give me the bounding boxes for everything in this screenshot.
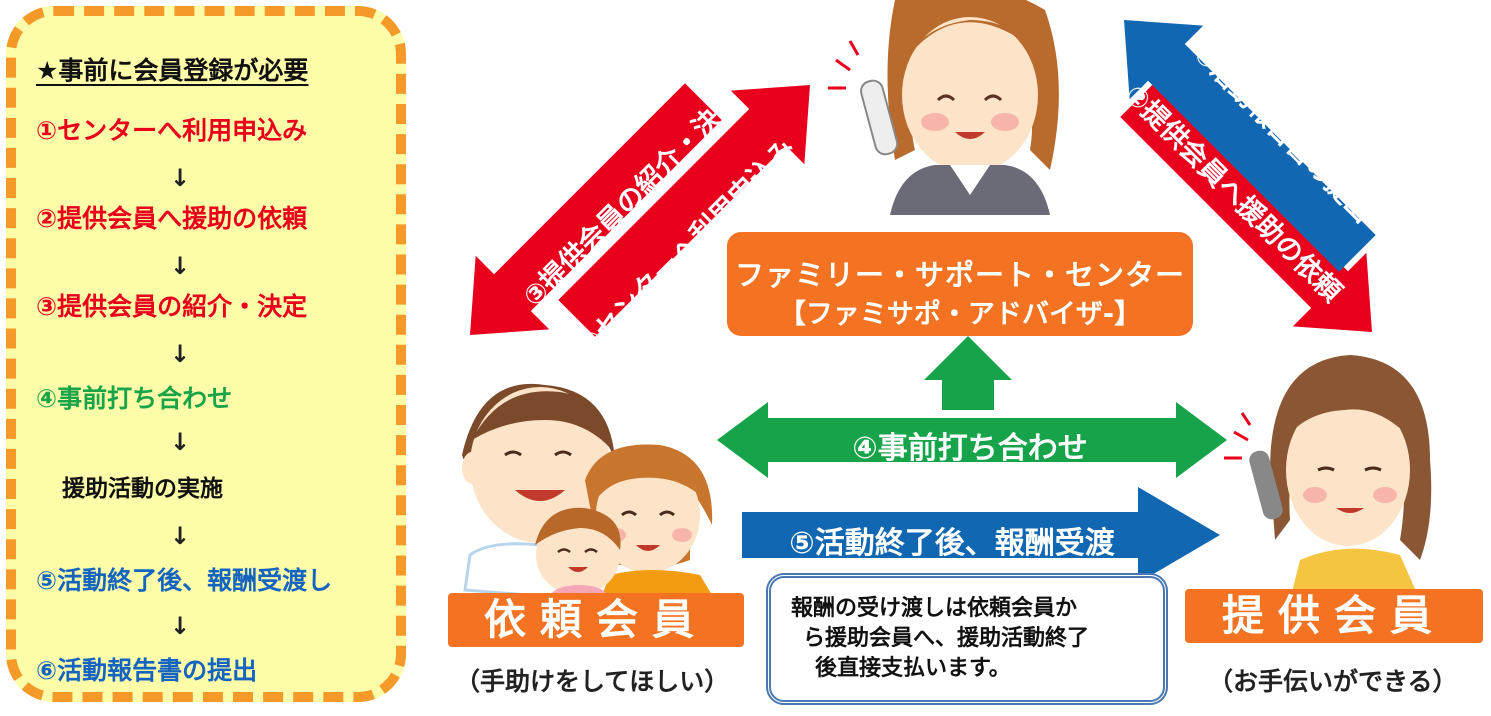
arrow-6-shape (1124, 20, 1376, 272)
requester-family-illustration (462, 383, 715, 602)
down-arrow-icon: ↓ (170, 340, 191, 368)
arrow-up-green-shape (924, 336, 1012, 410)
down-arrow-icon: ↓ (170, 428, 191, 456)
requester-member-box: 依頼会員 (448, 593, 744, 647)
arrow-5-label: ⑤活動終了後、報酬受渡 (789, 526, 1115, 561)
flow-step-1: ①センターへ利用申込み (36, 116, 308, 145)
flow-step-2: ②提供会員へ援助の依頼 (36, 204, 308, 233)
flow-step-3: ③提供会員の紹介・決定 (36, 292, 308, 321)
flow-step-6: ⑤活動終了後、報酬受渡し (36, 566, 333, 595)
note-line-1: 報酬の受け渡しは依頼会員か (791, 596, 1078, 621)
flow-step-4: ④事前打ち合わせ (36, 384, 233, 413)
arrow-2-shape (1120, 80, 1372, 332)
payment-note-box: 報酬の受け渡しは依頼会員か ら援助会員へ、援助活動終了 後直接支払います。 (766, 573, 1168, 705)
arrow-4-shape (717, 402, 1227, 478)
center-subtitle: 【ファミサポ・アドバイザ-】 (778, 299, 1142, 330)
flow-step-7: ⑥活動報告書の提出 (36, 656, 258, 685)
requester-member-subtitle: （手助けをしてほしい） (455, 667, 730, 696)
note-line-2: ら援助会員へ、援助活動終了 (803, 626, 1090, 651)
advisor-illustration (828, 0, 1059, 215)
provider-illustration (1224, 355, 1432, 600)
down-arrow-icon: ↓ (170, 612, 191, 640)
arrow-1-shape (558, 85, 810, 337)
down-arrow-icon: ↓ (170, 252, 191, 280)
arrow-4-label: ④事前打ち合わせ (852, 431, 1088, 466)
provider-member-box: 提供会員 (1185, 589, 1483, 643)
arrow-3-shape (470, 83, 722, 335)
provider-member-subtitle: （お手伝いができる） (1208, 667, 1458, 696)
flow-step-5: 援助活動の実施 (62, 476, 223, 502)
family-support-center-box: ファミリー・サポート・センター 【ファミサポ・アドバイザ-】 (727, 232, 1193, 336)
down-arrow-icon: ↓ (170, 522, 191, 550)
arrow-5-shape (742, 487, 1220, 583)
down-arrow-icon: ↓ (170, 164, 191, 192)
flow-title: ★事前に会員登録が必要 (36, 56, 309, 85)
center-title: ファミリー・サポート・センター (734, 258, 1185, 292)
note-line-3: 後直接支払います。 (815, 656, 1011, 681)
flow-panel (6, 6, 406, 702)
